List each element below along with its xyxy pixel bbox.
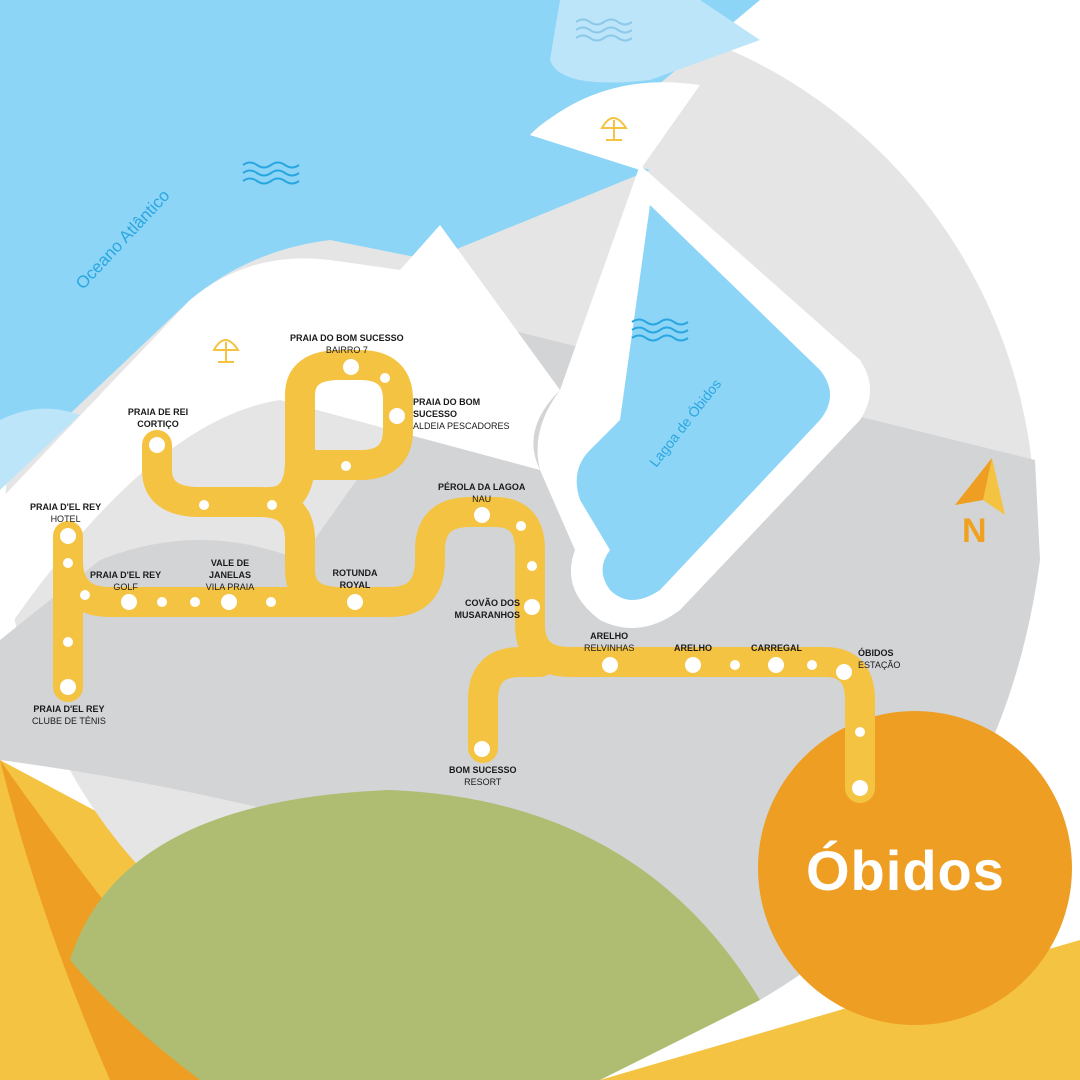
green-area (70, 790, 760, 1080)
station-dot[interactable] (852, 780, 868, 796)
station-dot[interactable] (60, 528, 76, 544)
ocean-light-left (0, 408, 80, 490)
station-label[interactable]: CARREGAL (751, 642, 802, 654)
north-arrow-shade (955, 458, 992, 505)
station-label[interactable]: ROTUNDA ROYAL (325, 567, 385, 591)
station-dot[interactable] (836, 664, 852, 680)
station-dot[interactable] (685, 657, 701, 673)
station-label[interactable]: PRAIA D'EL REY GOLF (90, 569, 161, 593)
station-dot (341, 461, 351, 471)
wave-icon (242, 161, 689, 342)
station-sub: VILA PRAIA (205, 582, 255, 592)
station-sub: RESORT (464, 777, 502, 787)
station-dot (730, 660, 740, 670)
station-sub: ESTAÇÃO (858, 660, 901, 670)
station-label[interactable]: ARELHO (674, 642, 712, 654)
obidos-logo: Óbidos (806, 839, 1005, 902)
station-sub: NAU (472, 494, 492, 504)
station-dot[interactable] (474, 507, 490, 523)
station-name: COVÃO DOS MUSARANHOS (454, 598, 520, 620)
station-sub: GOLF (113, 582, 138, 592)
station-dot[interactable] (343, 359, 359, 375)
station-dot (267, 500, 277, 510)
station-sub: BAIRRO 7 (325, 345, 368, 355)
station-label[interactable]: PRAIA DO BOM SUCESSO BAIRRO 7 (290, 332, 404, 356)
station-dot (190, 597, 200, 607)
station-dot (266, 597, 276, 607)
station-label[interactable]: COVÃO DOS MUSARANHOS (448, 597, 520, 621)
station-name: ARELHO (674, 643, 712, 653)
station-dot[interactable] (221, 594, 237, 610)
station-dot[interactable] (389, 408, 405, 424)
station-sub: ALDEIA PESCADORES (413, 421, 510, 431)
station-label[interactable]: ÓBIDOS ESTAÇÃO (858, 647, 900, 671)
station-dot (63, 637, 73, 647)
station-dot[interactable] (524, 599, 540, 615)
station-name: PRAIA DE REI CORTIÇO (127, 407, 189, 429)
north-label: N (962, 512, 987, 550)
station-name: CARREGAL (751, 643, 802, 653)
ocean-light (550, 0, 760, 83)
coast (0, 225, 560, 640)
station-dot[interactable] (121, 594, 137, 610)
station-dot (516, 521, 526, 531)
station-label[interactable]: PRAIA DE REI CORTIÇO (120, 406, 196, 430)
station-label[interactable]: PÉROLA DA LAGOA NAU (438, 481, 525, 505)
wave-icon (575, 18, 633, 42)
station-dot[interactable] (602, 657, 618, 673)
station-dot[interactable] (474, 741, 490, 757)
station-label[interactable]: ARELHO RELVINHAS (584, 630, 634, 654)
station-sub: RELVINHAS (584, 643, 635, 653)
station-dot (527, 561, 537, 571)
station-label[interactable]: BOM SUCESSO RESORT (449, 764, 517, 788)
lagoon (576, 205, 830, 600)
station-name: PRAIA D'EL REY (30, 502, 102, 512)
stations (60, 359, 868, 796)
station-dot (80, 590, 90, 600)
station-name: ÓBIDOS (858, 648, 894, 658)
station-name: BOM SUCESSO (449, 765, 517, 775)
station-dot[interactable] (149, 437, 165, 453)
obidos-circle (758, 711, 1072, 1025)
station-dot (199, 500, 209, 510)
station-name: PRAIA D'EL REY (90, 570, 162, 580)
station-dot (380, 373, 390, 383)
station-sub: CLUBE DE TÉNIS (32, 716, 106, 726)
station-label[interactable]: VALE DE JANELAS VILA PRAIA (200, 557, 260, 593)
station-name: PRAIA DO BOM SUCESSO (413, 397, 481, 419)
station-name: PRAIA DO BOM SUCESSO (290, 333, 404, 343)
station-label[interactable]: PRAIA D'EL REY CLUBE DE TÉNIS (32, 703, 106, 727)
beach-umbrella-icon (212, 117, 628, 363)
station-name: PRAIA D'EL REY (33, 704, 105, 714)
station-name: PÉROLA DA LAGOA (438, 482, 526, 492)
station-dot[interactable] (768, 657, 784, 673)
station-name: VALE DE JANELAS (208, 558, 251, 580)
transit-line (53, 350, 875, 803)
station-dot (157, 597, 167, 607)
station-dot (807, 660, 817, 670)
station-dot[interactable] (60, 679, 76, 695)
station-dot (63, 558, 73, 568)
station-name: ARELHO (590, 631, 629, 641)
station-label[interactable]: PRAIA D'EL REY HOTEL (30, 501, 101, 525)
station-dot[interactable] (347, 594, 363, 610)
ocean (0, 0, 760, 480)
station-sub: HOTEL (50, 514, 81, 524)
station-label[interactable]: PRAIA DO BOM SUCESSO ALDEIA PESCADORES (413, 396, 510, 432)
station-dot (855, 727, 865, 737)
station-name: ROTUNDA ROYAL (332, 568, 378, 590)
